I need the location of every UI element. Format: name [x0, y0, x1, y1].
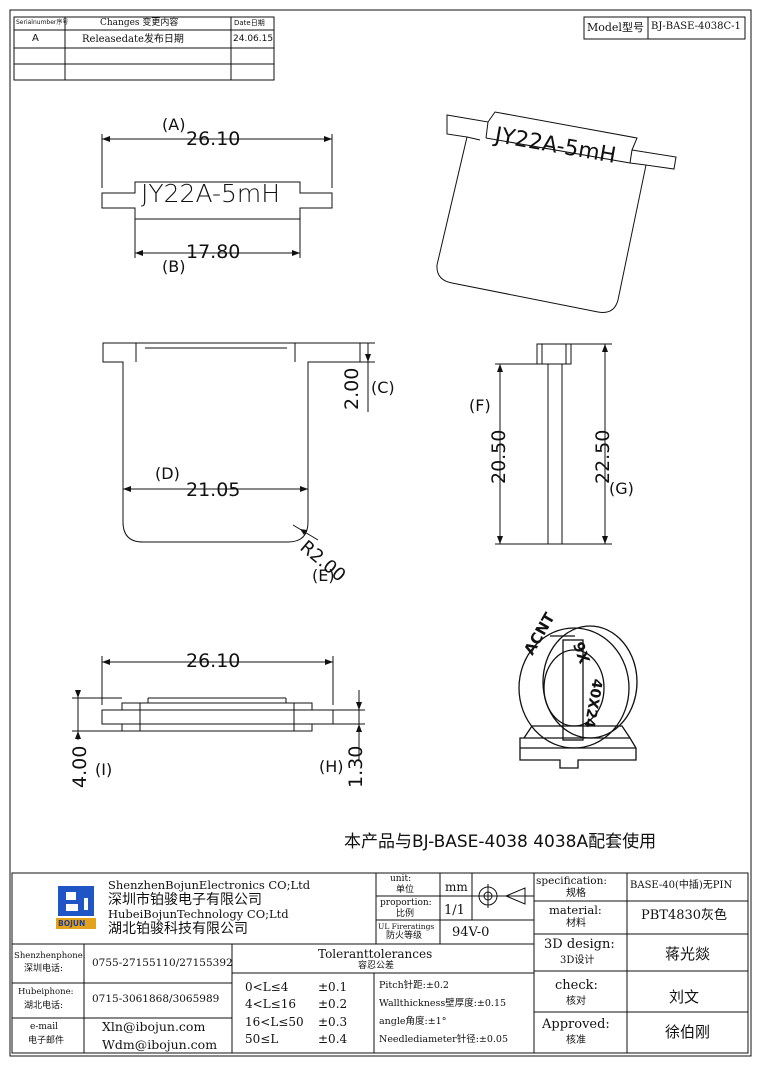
tol-range-0: 0<L≤4 — [245, 980, 289, 994]
dim-c: 2.00 — [341, 367, 363, 410]
unit-cn: 单位 — [396, 885, 415, 895]
dim-d: 21.05 — [186, 479, 241, 501]
title-block-grid — [11, 872, 749, 1054]
design-cn: 3D设计 — [560, 955, 595, 966]
tol-value-1: ±0.2 — [318, 997, 348, 1011]
rev-row-date: 24.06.15 — [233, 34, 274, 44]
contact-email-label: e-mail — [30, 1022, 59, 1032]
approved-value: 徐伯刚 — [665, 1023, 711, 1041]
spec-cn: 规格 — [566, 888, 586, 899]
check-label: check: — [555, 978, 598, 993]
company-cn-shenzhen: 深圳市铂骏电子有限公司 — [108, 892, 262, 908]
ul-cn: 防火等级 — [386, 931, 423, 941]
ul-value: 94V-0 — [452, 925, 490, 940]
contact-email-value-2: Wdm@ibojun.com — [102, 1037, 218, 1052]
check-cn: 核对 — [566, 996, 586, 1007]
tolerance-title: Toleranttolerances — [318, 947, 433, 961]
dim-g: 22.50 — [592, 429, 614, 484]
revision-table-grid — [13, 16, 275, 81]
rev-row-change: Releasedate发布日期 — [82, 34, 184, 45]
label-d: (D) — [155, 464, 180, 483]
dim-b: 17.80 — [186, 241, 241, 263]
contact-email-cn: 电子邮件 — [28, 1036, 65, 1046]
bottom-view-outline — [72, 656, 365, 760]
proportion-value: 1/1 — [444, 903, 465, 918]
unit-label: unit: — [390, 874, 412, 884]
tol-value-2: ±0.3 — [318, 1015, 348, 1029]
company-en-shenzhen: ShenzhenBojunElectronics CO;Ltd — [108, 878, 311, 892]
label-b: (B) — [162, 257, 186, 276]
dim-i: 4.00 — [69, 745, 91, 788]
model-label: Model型号 — [587, 21, 644, 34]
label-f: (F) — [469, 396, 491, 415]
label-a: (A) — [162, 115, 186, 134]
label-c: (C) — [371, 378, 395, 397]
tol-range-3: 50≤L — [245, 1032, 279, 1046]
label-i: (I) — [95, 760, 113, 779]
unit-value: mm — [445, 880, 468, 894]
tol-range-2: 16<L≤50 — [245, 1015, 304, 1029]
design-label: 3D design: — [544, 937, 615, 952]
bojun-logo — [56, 886, 96, 929]
approved-label: Approved: — [542, 1017, 610, 1032]
material-value: PBT4830灰色 — [641, 908, 728, 923]
material-cn: 材料 — [566, 918, 586, 929]
contact-hb-label: Hubeiphone: — [18, 987, 74, 997]
proportion-label: proportion: — [380, 898, 432, 908]
rev-header-serial: Serialnumber序号 — [16, 19, 69, 26]
assembly-note: 本产品与BJ-BASE-4038 4038A配套使用 — [344, 832, 657, 852]
dim-bottom-top: 26.10 — [186, 650, 241, 672]
model-box-frame — [583, 16, 746, 40]
check-value: 刘文 — [669, 988, 700, 1006]
tol-extra-2: angle角度:±1° — [379, 1016, 447, 1027]
approved-cn: 核准 — [566, 1035, 586, 1046]
side-view-outline — [495, 343, 612, 545]
spec-value: BASE-40(中插)无PIN — [630, 880, 733, 891]
ul-label: UL Fireratings — [378, 922, 435, 931]
tol-value-3: ±0.4 — [318, 1032, 348, 1046]
logo-text: BOJUN — [58, 919, 86, 928]
contact-sz-label: Shenzhenphone: — [14, 951, 86, 961]
label-h: (H) — [319, 757, 344, 776]
iso-view-outline — [436, 111, 677, 313]
company-en-hubei: HubeiBojunTechnology CO;Ltd — [108, 907, 289, 921]
tolerance-cn: 容忍公差 — [358, 961, 395, 971]
contact-hb-cn: 湖北电话: — [24, 1001, 64, 1011]
contact-hb-value: 0715-3061868/3065989 — [92, 993, 220, 1005]
plate-text-top: JY22A-5mH — [141, 179, 281, 208]
label-g: (G) — [609, 479, 634, 498]
rev-row-serial: A — [32, 33, 39, 44]
rev-header-date: Date日期 — [234, 19, 265, 27]
dim-f: 20.50 — [488, 429, 510, 484]
dim-h: 1.30 — [345, 745, 367, 788]
tol-extra-0: Pitch针距:±0.2 — [379, 980, 449, 991]
tol-extra-1: Wallthickness壁厚度:±0.15 — [379, 998, 507, 1009]
rev-header-changes: Changes 变更内容 — [100, 18, 179, 28]
dim-a: 26.10 — [186, 128, 241, 150]
design-value: 蒋光燚 — [665, 945, 711, 963]
model-value: BJ-BASE-4038C-1 — [651, 21, 741, 32]
proportion-cn: 比例 — [396, 909, 415, 919]
spec-label: specification: — [536, 875, 607, 887]
label-e: (E) — [312, 566, 335, 585]
tol-range-1: 4<L≤16 — [245, 997, 296, 1011]
top-view-outline — [101, 134, 333, 258]
tol-extra-3: Needlediameter针径:±0.05 — [379, 1034, 509, 1045]
front-view-outline — [102, 342, 375, 543]
material-label: material: — [549, 903, 602, 917]
contact-sz-cn: 深圳电话: — [24, 964, 64, 974]
tol-value-0: ±0.1 — [318, 980, 348, 994]
drawing-frame — [9, 9, 752, 1057]
contact-email-value-1: Xln@ibojun.com — [102, 1019, 206, 1034]
coil-iso-outline — [518, 625, 638, 769]
projection-symbol — [476, 884, 526, 908]
company-cn-hubei: 湖北铂骏科技有限公司 — [108, 921, 248, 937]
contact-sz-value: 0755-27155110/27155392 — [92, 957, 233, 969]
